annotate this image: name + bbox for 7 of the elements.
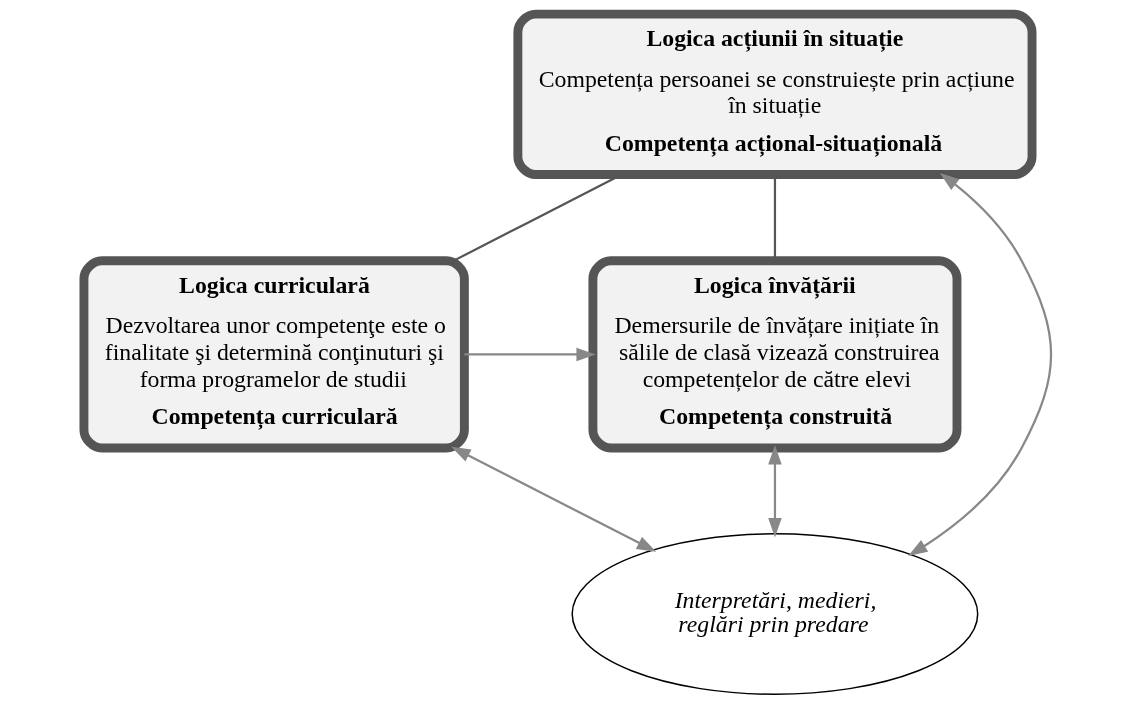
node-box: Logica curriculară Dezvoltarea unor competenţe este o finalitate şi determină conţinuturi şi forma programelor de studii Competența curriculară (79, 256, 469, 453)
arrow (451, 446, 657, 552)
arrow (464, 347, 596, 362)
node-box: Logica învățării Demersurile de învățare inițiate în sălile de clasă vizează construirea competențelor de către elevi Competența construită (588, 256, 962, 453)
node-box: Logica acțiunii în situație Competența persoanei se construiește prin acțiune în situație Competența acțional-situațională (513, 9, 1037, 180)
arrow (908, 173, 1053, 557)
arrow (768, 445, 782, 538)
